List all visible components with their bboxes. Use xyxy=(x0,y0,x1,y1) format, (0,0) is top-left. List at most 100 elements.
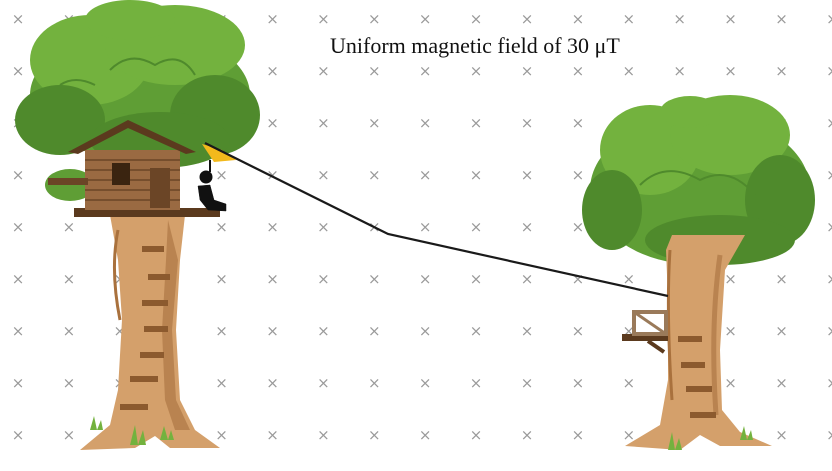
field-mark: × xyxy=(12,374,25,392)
zipline-trolley xyxy=(202,144,236,162)
left-ladder xyxy=(120,246,170,410)
field-mark: × xyxy=(419,218,432,236)
field-mark: × xyxy=(470,374,483,392)
field-mark: × xyxy=(419,10,432,28)
field-mark: × xyxy=(623,270,636,288)
treehouse-platform xyxy=(74,208,220,217)
field-mark: × xyxy=(521,10,534,28)
field-mark: × xyxy=(470,270,483,288)
field-mark: × xyxy=(12,62,25,80)
field-mark: × xyxy=(368,374,381,392)
field-mark: × xyxy=(368,114,381,132)
field-mark: × xyxy=(317,426,330,444)
field-mark: × xyxy=(215,166,228,184)
field-mark: × xyxy=(470,322,483,340)
field-mark: × xyxy=(470,10,483,28)
field-mark: × xyxy=(12,322,25,340)
field-mark: × xyxy=(521,374,534,392)
field-mark: × xyxy=(826,166,832,184)
left-tree-trunk xyxy=(80,215,220,450)
ladder-rung xyxy=(140,352,164,358)
field-mark: × xyxy=(826,62,832,80)
field-mark: × xyxy=(826,270,832,288)
field-mark: × xyxy=(826,10,832,28)
field-mark: × xyxy=(775,374,788,392)
field-mark: × xyxy=(317,166,330,184)
field-mark: × xyxy=(368,10,381,28)
ladder-rung xyxy=(678,336,702,342)
field-mark: × xyxy=(63,426,76,444)
ladder-rung xyxy=(142,246,164,252)
field-mark: × xyxy=(826,322,832,340)
field-mark: × xyxy=(521,62,534,80)
field-mark: × xyxy=(673,62,686,80)
field-mark: × xyxy=(724,374,737,392)
field-mark: × xyxy=(419,166,432,184)
field-mark: × xyxy=(572,322,585,340)
field-mark: × xyxy=(775,270,788,288)
rider-head xyxy=(199,170,213,184)
field-mark: × xyxy=(63,218,76,236)
field-mark: × xyxy=(775,10,788,28)
field-mark: × xyxy=(215,322,228,340)
ladder-rung xyxy=(142,300,168,306)
field-mark: × xyxy=(673,10,686,28)
field-mark: × xyxy=(266,322,279,340)
ladder-rung xyxy=(690,412,716,418)
field-mark: × xyxy=(724,322,737,340)
ladder-rung xyxy=(148,274,170,280)
field-mark: × xyxy=(724,62,737,80)
field-mark: × xyxy=(317,218,330,236)
ladder-rung xyxy=(144,326,168,332)
field-mark: × xyxy=(419,270,432,288)
field-mark: × xyxy=(215,426,228,444)
right-tree xyxy=(582,95,815,450)
field-mark: × xyxy=(826,218,832,236)
field-mark: × xyxy=(724,10,737,28)
ladder-rung xyxy=(130,376,158,382)
field-mark: × xyxy=(368,426,381,444)
field-mark: × xyxy=(63,270,76,288)
treehouse-window xyxy=(112,163,130,185)
field-mark: × xyxy=(266,426,279,444)
rider-body xyxy=(197,184,227,212)
ladder-rung xyxy=(686,386,712,392)
field-mark: × xyxy=(572,114,585,132)
field-mark: × xyxy=(419,322,432,340)
field-mark: × xyxy=(623,426,636,444)
field-mark: × xyxy=(419,62,432,80)
treehouse-roof xyxy=(68,120,196,154)
field-mark: × xyxy=(419,426,432,444)
field-mark: × xyxy=(368,270,381,288)
field-mark: × xyxy=(266,62,279,80)
field-mark: × xyxy=(266,374,279,392)
field-mark: × xyxy=(419,374,432,392)
field-mark: × xyxy=(572,166,585,184)
field-mark: × xyxy=(623,62,636,80)
field-mark: × xyxy=(266,10,279,28)
ladder-rung xyxy=(681,362,705,368)
field-mark: × xyxy=(470,218,483,236)
field-mark: × xyxy=(419,114,432,132)
treehouse xyxy=(48,120,220,217)
field-mark: × xyxy=(12,218,25,236)
field-mark: × xyxy=(521,270,534,288)
field-mark: × xyxy=(826,114,832,132)
field-mark: × xyxy=(470,426,483,444)
field-mark: × xyxy=(572,426,585,444)
treehouse-door xyxy=(150,168,170,208)
right-tree-foliage xyxy=(582,95,815,265)
field-mark: × xyxy=(572,62,585,80)
left-tree xyxy=(15,0,260,450)
field-mark: × xyxy=(521,114,534,132)
field-mark: × xyxy=(317,62,330,80)
field-mark: × xyxy=(775,62,788,80)
field-mark: × xyxy=(572,10,585,28)
field-mark: × xyxy=(521,426,534,444)
treehouse-branch-beam xyxy=(48,178,88,185)
field-mark: × xyxy=(623,10,636,28)
rider xyxy=(197,160,227,212)
field-mark: × xyxy=(266,166,279,184)
